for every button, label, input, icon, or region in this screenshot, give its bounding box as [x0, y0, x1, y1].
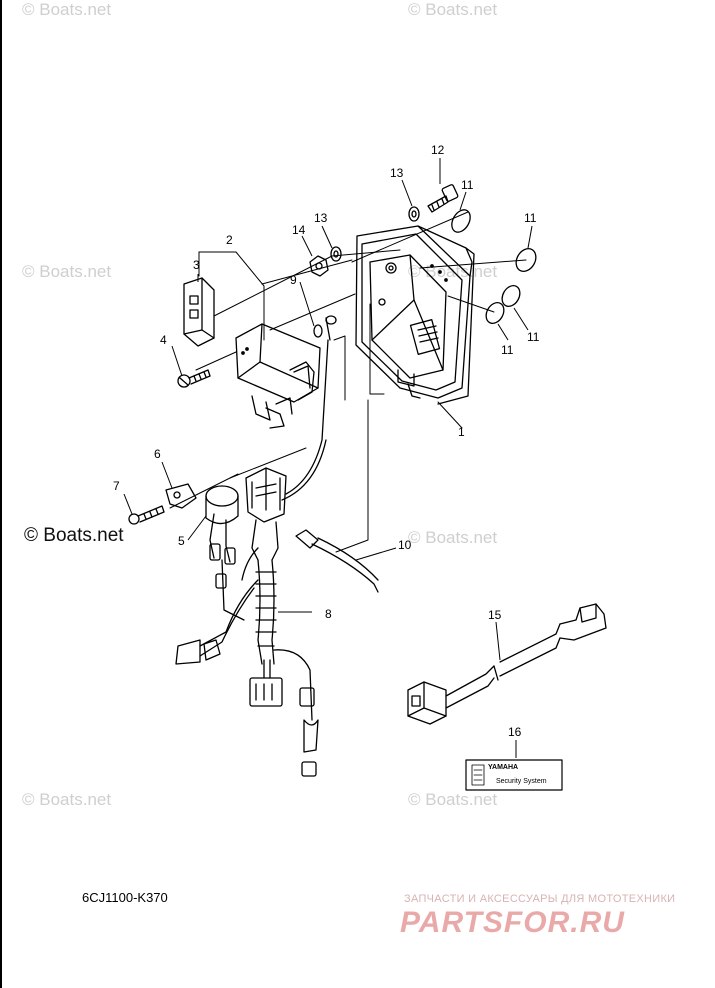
callout-3: 3 — [193, 258, 200, 272]
callout-1: 1 — [458, 425, 465, 439]
callout-9: 9 — [290, 273, 297, 287]
control-unit-part-2 — [235, 323, 321, 429]
diagram-code: 6CJ1100-K370 — [82, 890, 168, 905]
callout-11: 11 — [527, 330, 540, 344]
callout-14: 14 — [292, 223, 306, 237]
callout-4: 4 — [160, 333, 167, 347]
callout-11: 11 — [501, 343, 514, 357]
wire-harness-part-8 — [175, 339, 329, 777]
sticker-part-16 — [465, 759, 563, 791]
callout-6: 6 — [154, 447, 161, 461]
screw-part-7 — [128, 505, 165, 525]
callout-16: 16 — [508, 725, 522, 739]
cover-part-3 — [183, 277, 215, 347]
callout-11: 11 — [461, 178, 474, 192]
callout-10: 10 — [398, 538, 412, 552]
watermark: © Boats.net — [22, 790, 112, 809]
washer-part-13 — [330, 206, 420, 262]
callout-11: 11 — [524, 211, 537, 225]
watermark: © Boats.net — [22, 0, 112, 19]
callout-2: 2 — [226, 233, 233, 247]
screw-part-4 — [177, 369, 211, 388]
callout-12: 12 — [431, 143, 445, 157]
bolt-part-12 — [427, 184, 459, 213]
callout-13: 13 — [390, 166, 404, 180]
leader-lines — [169, 211, 527, 553]
bracket-part-6 — [165, 483, 197, 509]
callout-8: 8 — [325, 607, 332, 621]
brand-logo: PARTSFOR.RU — [400, 906, 625, 939]
callout-15: 15 — [488, 608, 502, 622]
grommet-part-9 — [313, 315, 337, 341]
sticker-brand: YAMAHA — [488, 764, 519, 771]
relay-part-5 — [205, 485, 239, 565]
cable-part-15 — [407, 603, 607, 725]
watermark: © Boats.net — [408, 528, 498, 547]
callout-7: 7 — [113, 479, 120, 493]
watermark: © Boats.net — [408, 0, 498, 19]
brand-tagline: ЗАПЧАСТИ И АКСЕССУАРЫ ДЛЯ МОТОТЕХНИКИ — [404, 893, 676, 905]
grommet-part-11 — [451, 209, 537, 324]
watermark-prominent: © Boats.net — [24, 525, 124, 546]
sticker-title: Security System — [496, 778, 547, 785]
callout-13: 13 — [314, 211, 328, 225]
housing-box-part-1 — [355, 225, 475, 405]
watermark: © Boats.net — [408, 790, 498, 809]
cable-tie-part-10 — [295, 529, 379, 593]
callout-5: 5 — [178, 534, 185, 548]
watermark: © Boats.net — [22, 262, 112, 281]
